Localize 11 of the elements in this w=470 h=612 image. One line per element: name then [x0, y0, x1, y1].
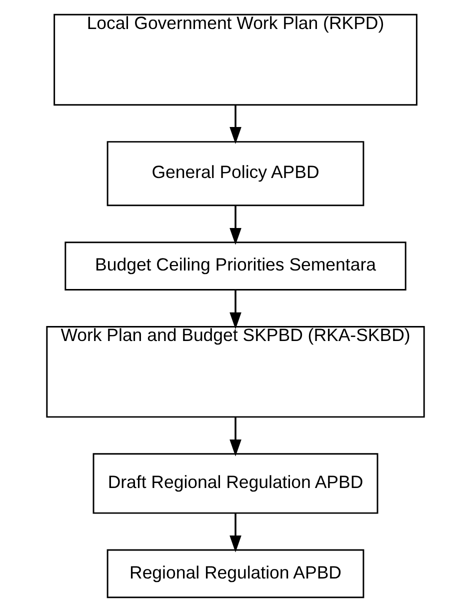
arrow	[229, 418, 241, 456]
node-box: Work Plan and Budget SKPBD (RKA-SKBD)	[46, 326, 424, 418]
node-box: Budget Ceiling Priorities Sementara	[64, 242, 406, 290]
arrow	[229, 206, 241, 245]
arrow	[229, 514, 241, 552]
arrow	[229, 105, 241, 144]
node-box: Regional Regulation APBD	[106, 549, 364, 598]
node-box: Local Government Work Plan (RKPD)	[53, 14, 417, 106]
arrow	[229, 290, 241, 330]
node-box: Draft Regional Regulation APBD	[92, 453, 378, 514]
node-box: General Policy APBD	[106, 141, 364, 206]
